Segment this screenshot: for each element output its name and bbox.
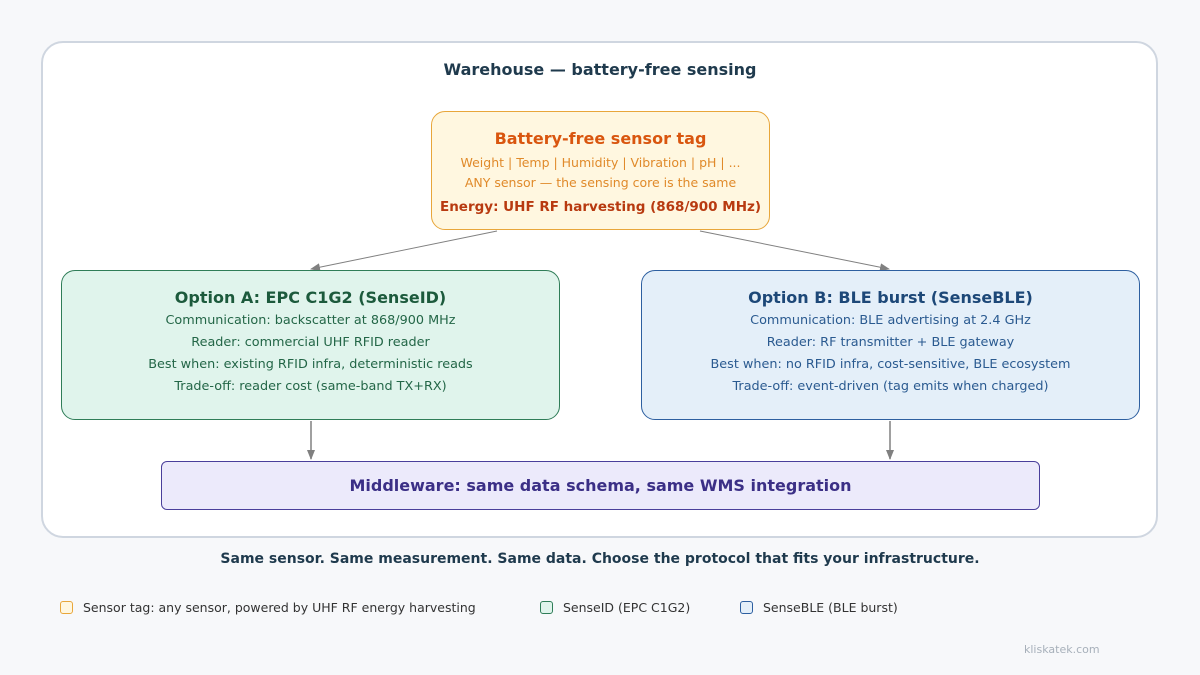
legend-label-sensor-tag: Sensor tag: any sensor, powered by UHF R… <box>83 600 476 615</box>
legend-label-senseid: SenseID (EPC C1G2) <box>563 600 691 615</box>
arrow-sensor-to-option-a <box>310 230 498 272</box>
legend-item-senseble: SenseBLE (BLE burst) <box>740 600 898 615</box>
option-b-trade-off: Trade-off: event-driven (tag emits when … <box>732 379 1049 394</box>
brand-watermark: kliskatek.com <box>1024 643 1100 656</box>
footer-tagline: Same sensor. Same measurement. Same data… <box>220 551 980 567</box>
middleware-box: Middleware: same data schema, same WMS i… <box>161 461 1040 510</box>
legend-swatch-senseid <box>540 601 553 614</box>
legend-swatch-senseble <box>740 601 753 614</box>
option-a-heading: Option A: EPC C1G2 (SenseID) <box>174 288 447 307</box>
option-a-box: Option A: EPC C1G2 (SenseID) Communicati… <box>61 270 560 420</box>
option-b-box: Option B: BLE burst (SenseBLE) Communica… <box>641 270 1140 420</box>
option-b-reader: Reader: RF transmitter + BLE gateway <box>766 335 1015 350</box>
sensor-tag-energy-line: Energy: UHF RF harvesting (868/900 MHz) <box>439 199 762 215</box>
legend-swatch-sensor-tag <box>60 601 73 614</box>
legend-item-sensor-tag: Sensor tag: any sensor, powered by UHF R… <box>60 600 476 615</box>
option-a-best-when: Best when: existing RFID infra, determin… <box>148 357 473 372</box>
option-b-communication: Communication: BLE advertising at 2.4 GH… <box>750 313 1031 328</box>
option-b-heading: Option B: BLE burst (SenseBLE) <box>748 288 1033 307</box>
sensor-tag-box: Battery-free sensor tag Weight | Temp | … <box>431 111 770 230</box>
legend-label-senseble: SenseBLE (BLE burst) <box>763 600 898 615</box>
diagram-title: Warehouse — battery-free sensing <box>443 60 757 79</box>
option-a-reader: Reader: commercial UHF RFID reader <box>191 335 430 350</box>
legend-item-senseid: SenseID (EPC C1G2) <box>540 600 690 615</box>
sensor-tag-heading: Battery-free sensor tag <box>494 129 707 148</box>
option-a-communication: Communication: backscatter at 868/900 MH… <box>165 313 456 328</box>
option-a-trade-off: Trade-off: reader cost (same-band TX+RX) <box>174 379 447 394</box>
arrow-sensor-to-option-b <box>699 230 890 272</box>
sensor-tag-core-line: ANY sensor — the sensing core is the sam… <box>464 175 737 190</box>
option-b-best-when: Best when: no RFID infra, cost-sensitive… <box>710 357 1071 372</box>
sensor-tag-sensors-line: Weight | Temp | Humidity | Vibration | p… <box>460 155 741 170</box>
